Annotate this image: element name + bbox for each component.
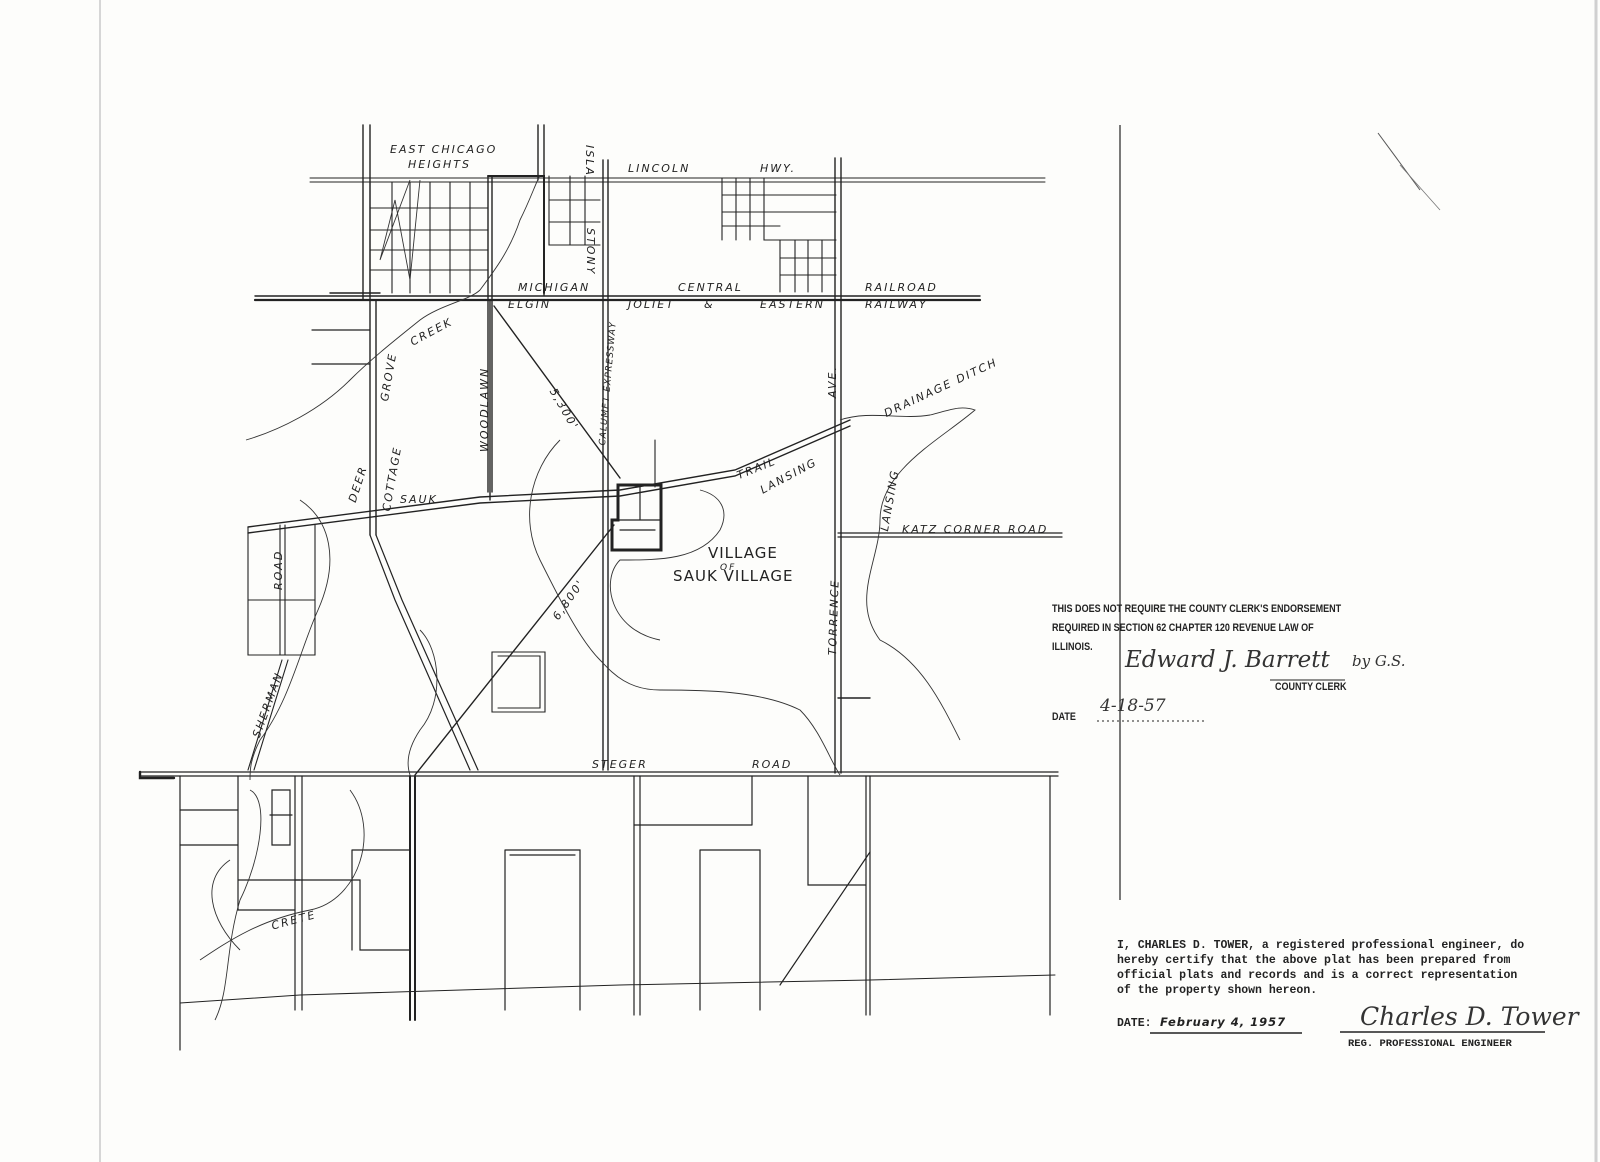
lincoln-hwy-grid [721,177,837,293]
road-isla-calumet [602,159,609,771]
road-cottage-grove [369,534,479,771]
label-east-chicago: East Chicago [390,143,498,156]
road-katz-corner [837,532,1063,538]
label-michigan: Michigan [518,281,591,294]
label-road-vertical: Road [272,549,285,590]
label-road: Road [752,758,793,771]
drainage-ditch [839,407,976,741]
label-railroad: Railroad [865,281,938,294]
clerk-signature: Edward J. Barrett [1125,647,1330,673]
south-parcels [179,775,1056,1051]
label-sauk-village: Sauk Village [673,567,794,585]
label-stony: STONY [584,228,597,276]
label-ave: AVE. [826,365,839,398]
engineer-signature: Charles D. Tower [1360,1002,1579,1031]
engineer-certification: I, CHARLES D. TOWER, a registered profes… [1117,938,1524,998]
cert-line1: I, CHARLES D. TOWER, a registered profes… [1117,939,1525,952]
village-outline [610,483,663,552]
road-torrence-ave [834,157,842,774]
label-katz-corner-road: Katz Corner Road [902,523,1049,536]
label-of: of [720,563,737,573]
label-steger: Steger [592,758,648,771]
label-isla: ISLA [583,145,596,177]
clerk-date-label: DATE [1052,711,1076,723]
clerk-note: THIS DOES NOT REQUIRE THE COUNTY CLERK'S… [1052,600,1341,657]
clerk-date-value: 4-18-57 [1100,696,1166,716]
east-chicago-heights-grid [369,175,601,294]
label-sauk: Sauk [400,493,438,506]
label-central: Central [678,281,743,294]
cert-date-value: February 4, 1957 [1160,1015,1287,1029]
road-west-boxes [247,524,316,656]
cert-line4: of the property shown hereon. [1117,984,1318,997]
cert-date-label: DATE: [1117,1017,1152,1030]
road-lincoln-hwy [309,177,1046,183]
cottage-grove-creek [245,174,541,441]
label-joliet: Joliet [628,298,675,311]
engineer-title: REG. PROFESSIONAL ENGINEER [1348,1038,1512,1050]
road-steger [139,771,1059,777]
label-eastern: Eastern [760,298,825,311]
diagonal-6800 [414,524,615,776]
label-woodlawn: Woodlawn [478,366,491,452]
label-lincoln: Lincoln [628,162,691,175]
road-sauk-trail [247,419,851,528]
diagonal-5300 [493,305,621,479]
road-west-range [362,124,371,301]
clerk-note-line3: ILLINOIS. [1052,641,1093,653]
label-amp: & [704,298,715,311]
cert-line2: hereby certify that the above plat has b… [1117,954,1511,967]
clerk-signature-suffix: by G.S. [1352,652,1406,670]
clerk-title: COUNTY CLERK [1275,681,1347,693]
cert-line3: official plats and records and is a corr… [1117,969,1518,982]
label-railway: Railway [865,298,928,311]
label-village: Village [708,544,778,562]
label-elgin: Elgin [508,298,552,311]
label-heights: Heights [408,158,471,171]
label-hwy: HWY. [760,162,796,175]
label-torrence: Torrence [826,578,842,656]
clerk-note-line1: THIS DOES NOT REQUIRE THE COUNTY CLERK'S… [1052,603,1342,615]
clerk-note-line2: REQUIRED IN SECTION 62 CHAPTER 120 REVEN… [1052,622,1314,634]
